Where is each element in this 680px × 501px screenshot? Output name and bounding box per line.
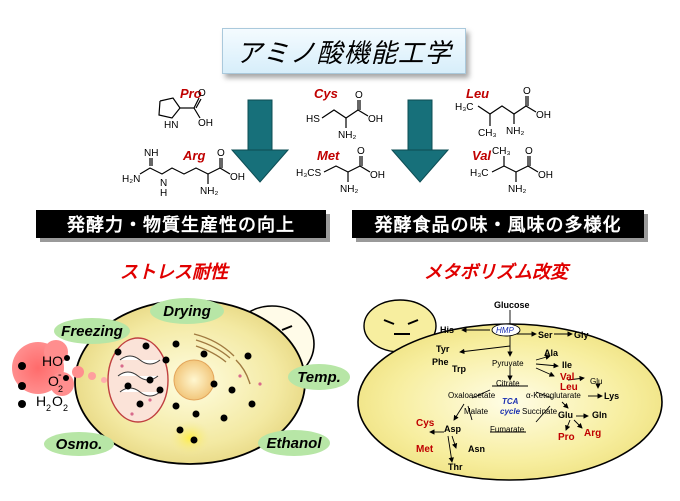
met-cys: Cys <box>416 418 435 429</box>
chem-arg-nh: NH <box>144 148 158 159</box>
chem-arg-n: N <box>160 178 167 189</box>
ros-superoxide-sub: 2 <box>58 384 63 394</box>
met-his: His <box>440 325 454 335</box>
ros-peroxide-h: H <box>36 393 46 409</box>
met-gly: Gly <box>574 330 589 340</box>
ros-peroxide-sub1: 2 <box>46 403 51 413</box>
chem-arg-h: H <box>160 188 167 199</box>
endoplasmic-reticulum <box>193 333 251 385</box>
met-fumarate: Fumarate <box>490 425 525 434</box>
banner-fermentation: 発酵力・物質生産性の向上 <box>36 210 326 238</box>
page-title: アミノ酸機能工学 <box>222 28 466 74</box>
chem-val-oh: OH <box>538 170 553 181</box>
aa-label-arg: Arg <box>183 148 206 163</box>
met-arg: Arg <box>584 428 601 439</box>
met-leu: Leu <box>560 382 578 393</box>
chem-val-h3c: H₃C <box>470 168 489 179</box>
heading-stress-tolerance: ストレス耐性 <box>120 262 228 283</box>
chem-val-ch3: CH₃ <box>492 146 511 157</box>
stress-drying: Drying <box>150 298 224 324</box>
met-met: Met <box>416 444 434 455</box>
met-thr: Thr <box>448 462 463 472</box>
chem-pro-oh: OH <box>198 118 213 129</box>
stress-freezing: Freezing <box>54 318 130 344</box>
met-glu-top: Glu <box>590 377 602 386</box>
chem-leu-h3c: H₃C <box>455 102 474 113</box>
met-ketoglutarate: α-Ketoglutarate <box>526 391 581 400</box>
chem-leu-ch3: CH₃ <box>478 128 497 139</box>
aa-label-leu: Leu <box>466 86 490 101</box>
down-arrow-right <box>390 99 450 183</box>
met-glucose: Glucose <box>494 300 530 310</box>
met-gln: Gln <box>592 410 607 420</box>
aa-label-val: Val <box>472 148 492 163</box>
met-ile: Ile <box>562 360 572 370</box>
chem-leu-nh2: NH₂ <box>506 126 524 137</box>
angry-face-icon <box>383 319 419 335</box>
yeast-cell-diagram: HO O 2 - H 2 O 2 <box>12 299 315 465</box>
chem-leu-o: O <box>523 86 531 97</box>
ros-superoxide-charge: - <box>58 369 62 381</box>
stress-ethanol: Ethanol <box>258 430 330 456</box>
chem-met-h3cs: H₃CS <box>296 168 322 179</box>
chem-cys-oh: OH <box>368 114 383 125</box>
ros-hydroxyl: HO <box>42 353 63 369</box>
met-asn: Asn <box>468 444 485 454</box>
met-ser: Ser <box>538 330 553 340</box>
banner-flavor: 発酵食品の味・風味の多様化 <box>352 210 644 238</box>
chem-val-o: O <box>525 146 533 157</box>
ros-peroxide-sub2: 2 <box>63 403 68 413</box>
chem-cys-hs: HS <box>306 114 320 125</box>
met-ala: Ala <box>544 348 559 358</box>
met-trp: Trp <box>452 364 467 374</box>
met-val: Val <box>560 372 575 383</box>
amino-acid-structures: HN O OH HS O OH NH₂ H₃C CH₃ O OH NH₂ NH … <box>122 86 553 199</box>
met-pyruvate: Pyruvate <box>492 359 524 368</box>
chem-arg-nh2: NH₂ <box>200 186 218 197</box>
met-hmp: HMP <box>496 326 514 335</box>
chem-met-oh: OH <box>370 170 385 181</box>
ros-superoxide: O <box>48 373 59 389</box>
aa-label-met: Met <box>317 148 340 163</box>
met-oxaloacetate: Oxaloacetate <box>448 391 496 400</box>
chem-arg-o: O <box>217 148 225 159</box>
heading-metabolism: メタボリズム改変 <box>424 262 568 283</box>
aa-label-cys: Cys <box>314 86 338 101</box>
met-succinate: Succinate <box>522 407 558 416</box>
met-pro: Pro <box>558 432 575 443</box>
chem-met-nh2: NH₂ <box>340 184 358 195</box>
chem-cys-o: O <box>355 90 363 101</box>
ros-cluster <box>12 340 107 396</box>
chem-met-o: O <box>357 146 365 157</box>
chem-cys-nh2: NH₂ <box>338 130 356 141</box>
chem-pro-o: O <box>198 88 206 99</box>
chem-arg-h2n: H₂N <box>122 174 140 185</box>
stress-osmotic: Osmo. <box>44 432 114 456</box>
chem-leu-oh: OH <box>536 110 551 121</box>
metabolism-diagram: Glucose HMP His Ser Gly Tyr Phe Trp Pyru… <box>357 299 663 481</box>
met-tca-label: TCA <box>502 397 519 406</box>
chem-arg-oh: OH <box>230 172 245 183</box>
met-malate: Malate <box>464 407 489 416</box>
amino-acid-molecule-icons <box>18 340 256 444</box>
ros-peroxide-o: O <box>52 393 63 409</box>
chem-val-nh2: NH₂ <box>508 184 526 195</box>
met-lys: Lys <box>604 391 619 401</box>
stress-temperature: Temp. <box>288 364 350 390</box>
met-cycle-label: cycle <box>500 407 521 416</box>
met-citrate: Citrate <box>496 379 520 388</box>
met-glu: Glu <box>558 410 573 420</box>
met-tyr: Tyr <box>436 344 450 354</box>
met-asp: Asp <box>444 424 462 434</box>
chem-pro-hn: HN <box>164 120 178 131</box>
met-phe: Phe <box>432 357 449 367</box>
aa-label-pro: Pro <box>180 86 202 101</box>
down-arrow-left <box>230 99 290 183</box>
